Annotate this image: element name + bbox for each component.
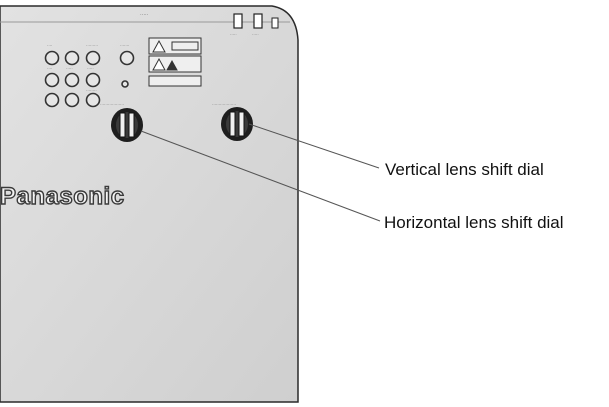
control-buttons — [44, 50, 135, 108]
horizontal-dial — [111, 108, 143, 142]
horizontal-leader-line — [140, 130, 381, 222]
vertical-dial — [221, 107, 253, 141]
vertical-dial-caption: ·················· — [212, 102, 236, 107]
svg-text:····: ···· — [47, 66, 52, 71]
button-captions: ···· ········· ······· ···· ····· ····· … — [47, 43, 129, 93]
connector-tabs: ····· ····· — [230, 13, 279, 37]
top-tiny-text: ····· — [140, 12, 149, 18]
svg-text:·····: ····· — [252, 32, 259, 37]
horizontal-dial-label: Horizontal lens shift dial — [384, 213, 564, 232]
svg-text:·····: ····· — [66, 66, 73, 71]
vertical-dial-label: Vertical lens shift dial — [385, 160, 544, 179]
svg-text:·····: ····· — [230, 32, 237, 37]
vertical-leader-line — [248, 123, 380, 169]
warning-labels — [148, 37, 202, 87]
horizontal-dial-caption: ·················· — [100, 102, 124, 107]
svg-text:·········: ········· — [86, 43, 98, 48]
svg-text:····: ···· — [47, 43, 52, 48]
svg-text:·····: ····· — [87, 66, 94, 71]
brand-logo: Panasonic — [0, 182, 125, 210]
svg-text:·······: ······· — [120, 43, 129, 48]
svg-text:········: ········ — [86, 88, 97, 93]
